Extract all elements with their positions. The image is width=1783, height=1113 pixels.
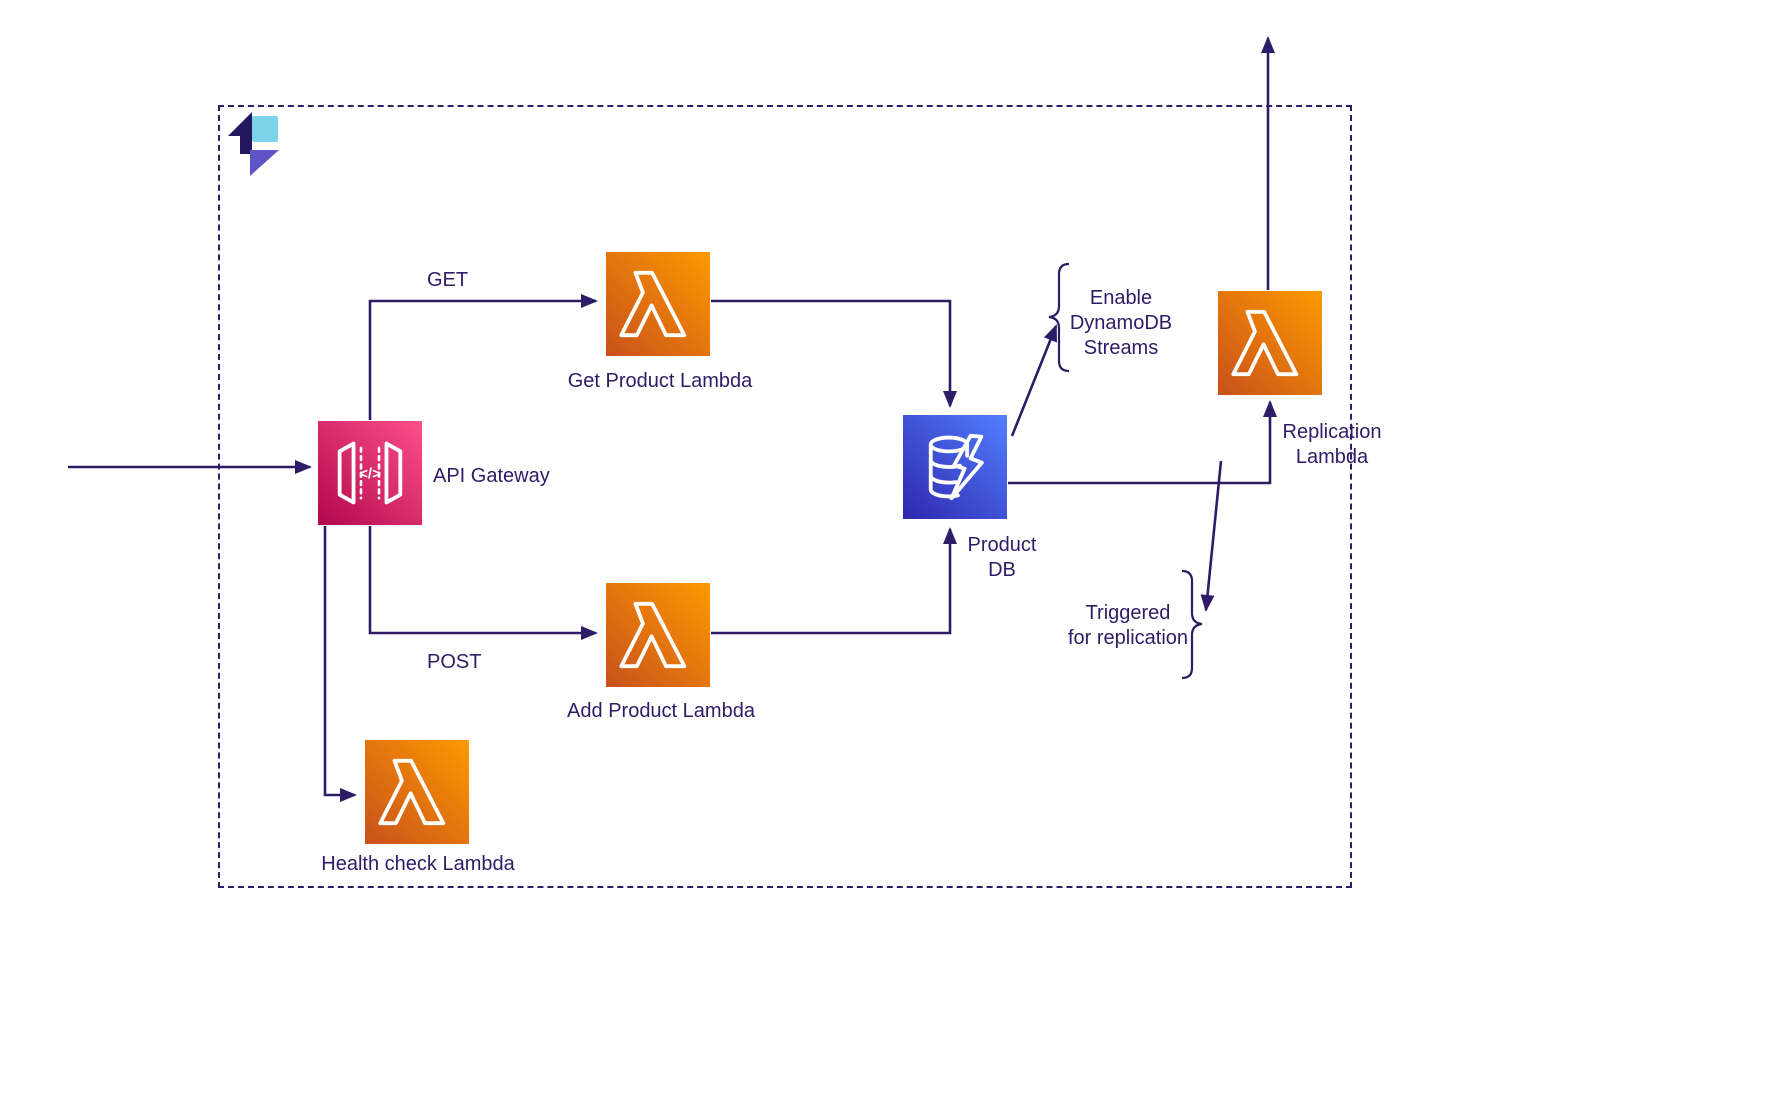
logo-dark-bar — [240, 128, 252, 154]
logo-cyan-square — [252, 116, 278, 142]
api-gateway-glyph: </> — [359, 467, 381, 483]
boundary-box — [218, 105, 1352, 888]
product-db-label-line1: Product — [967, 534, 1037, 556]
add-product-lambda-node[interactable] — [606, 583, 710, 687]
replication-lambda-label-line1: Replication — [1282, 421, 1382, 443]
annotation-enable-streams-line3: Streams — [1083, 337, 1159, 359]
annotation-triggered-replication: Triggered for replication — [1068, 601, 1188, 651]
lambda-icon — [1218, 291, 1322, 395]
lambda-icon — [606, 252, 710, 356]
annotation-enable-streams-line1: Enable — [1089, 287, 1153, 309]
diagram-logo — [228, 112, 279, 176]
annotation-triggered-line1: Triggered — [1085, 602, 1171, 624]
product-db-label-line2: DB — [988, 559, 1016, 581]
lambda-icon — [606, 583, 710, 687]
dynamodb-icon — [903, 415, 1007, 519]
replication-lambda-label-line2: Lambda — [1295, 446, 1369, 468]
health-check-lambda-label: Health check Lambda — [321, 853, 515, 875]
api-gateway-icon: </> — [318, 421, 422, 525]
replication-lambda-label: Replication Lambda — [1283, 420, 1382, 470]
edge-label-post: POST — [427, 651, 482, 673]
annotation-enable-streams: Enable DynamoDB Streams — [1070, 286, 1172, 361]
product-db-label: Product DB — [968, 533, 1037, 583]
replication-lambda-node[interactable] — [1218, 291, 1322, 395]
logo-violet-triangle — [250, 150, 279, 176]
health-check-lambda-node[interactable] — [365, 740, 469, 844]
get-product-lambda-node[interactable] — [606, 252, 710, 356]
annotation-triggered-line2: for replication — [1067, 627, 1189, 649]
lambda-icon — [365, 740, 469, 844]
api-gateway-node[interactable]: </> — [318, 421, 422, 525]
api-gateway-label: API Gateway — [433, 465, 550, 487]
annotation-enable-streams-line2: DynamoDB — [1069, 312, 1173, 334]
product-db-node[interactable] — [903, 415, 1007, 519]
edge-label-get: GET — [427, 269, 469, 291]
get-product-lambda-label: Get Product Lambda — [567, 370, 753, 392]
add-product-lambda-label: Add Product Lambda — [567, 700, 755, 722]
